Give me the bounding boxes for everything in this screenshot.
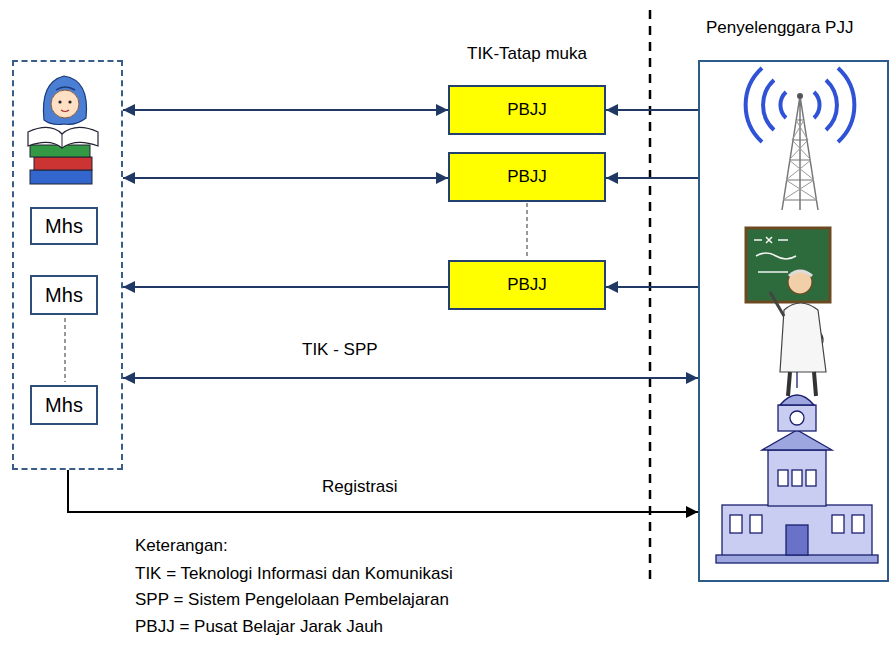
- drawing-rect: [746, 228, 830, 302]
- drawing-path: [783, 120, 817, 200]
- drawing-path: [780, 395, 814, 405]
- drawing-path: [782, 96, 818, 210]
- drawing-path: [780, 92, 786, 118]
- drawing-path: [783, 120, 817, 200]
- drawing-rect: [786, 525, 808, 555]
- drawing-path: [61, 110, 69, 112]
- drawing-rect: [730, 515, 742, 533]
- drawing-circle: [51, 90, 79, 118]
- node-text: Mhs: [45, 284, 83, 307]
- learning-center-box: PBJJ: [448, 152, 606, 202]
- column-heading: TIK-Tatap muka: [465, 44, 589, 64]
- drawing-rect: [34, 157, 92, 170]
- drawing-rect: [750, 515, 762, 533]
- learning-center-box: PBJJ: [448, 260, 606, 310]
- connector-arrow: [68, 470, 698, 512]
- tower-icon: [746, 68, 855, 210]
- node-text: PBJJ: [507, 275, 547, 295]
- connector-arrow: [606, 177, 698, 179]
- connector-arrow: [606, 286, 698, 288]
- node-text: PBJJ: [507, 167, 547, 187]
- student-box: Mhs: [30, 207, 98, 245]
- node-text: Mhs: [45, 215, 83, 238]
- drawing-path: [56, 87, 75, 90]
- drawing-rect: [792, 470, 802, 486]
- edge-label: Registrasi: [320, 477, 400, 497]
- drawing-path: [754, 237, 796, 272]
- learning-center-box: PBJJ: [448, 85, 606, 135]
- drawing-path: [770, 292, 784, 316]
- student-box: Mhs: [30, 385, 98, 425]
- connector-arrow: [123, 286, 448, 288]
- node-text: Mhs: [45, 394, 83, 417]
- drawing-circle: [788, 270, 812, 294]
- drawing-path: [28, 127, 98, 148]
- abbreviation-note: SPP = Sistem Pengelolaan Pembelajaran: [133, 590, 451, 610]
- divider-line: [649, 10, 652, 582]
- drawing-rect: [806, 470, 816, 486]
- connector-arrow: [123, 177, 448, 179]
- teacher-icon: [746, 228, 830, 396]
- drawing-path: [826, 80, 837, 130]
- student-group: MhsMhsMhs: [12, 60, 123, 470]
- drawing-path: [746, 68, 762, 142]
- abbreviation-note: TIK = Teknologi Informasi dan Komunikasi: [133, 564, 455, 584]
- drawing-circle: [790, 411, 804, 425]
- connector-arrow: [123, 109, 448, 111]
- drawing-rect: [778, 470, 788, 486]
- student-icon: [28, 76, 98, 184]
- drawing-rect: [768, 450, 826, 506]
- provider-box: Penyelenggara PJJ: [698, 60, 889, 582]
- connector-arrow: [123, 377, 698, 379]
- continuation-line: [65, 318, 66, 382]
- drawing-path: [814, 92, 820, 118]
- continuation-line: [527, 203, 528, 259]
- drawing-path: [838, 68, 854, 142]
- connector-arrow: [606, 109, 698, 111]
- drawing-path: [763, 80, 774, 130]
- drawing-circle: [797, 93, 803, 99]
- drawing-path: [788, 372, 816, 396]
- abbreviation-note: PBJJ = Pusat Belajar Jarak Jauh: [133, 617, 385, 637]
- edge-label: TIK - SPP: [300, 340, 380, 360]
- drawing-path: [43, 76, 86, 125]
- legend-heading: Keterangan:: [133, 536, 230, 556]
- drawing-line: [62, 134, 63, 148]
- student-box: Mhs: [30, 275, 98, 315]
- drawing-rect: [852, 515, 864, 533]
- drawing-rect: [778, 405, 816, 431]
- node-text: PBJJ: [507, 100, 547, 120]
- drawing-path: [780, 303, 826, 372]
- drawing-path: [762, 430, 832, 450]
- drawing-path: [796, 372, 797, 388]
- drawing-rect: [30, 170, 92, 184]
- building-icon: [716, 372, 878, 563]
- drawing-rect: [832, 515, 844, 533]
- drawing-rect: [716, 555, 878, 563]
- drawing-path: [789, 271, 812, 276]
- drawing-circle: [58, 100, 61, 103]
- node-text: Penyelenggara PJJ: [706, 18, 853, 38]
- drawing-rect: [722, 505, 872, 557]
- drawing-circle: [68, 100, 71, 103]
